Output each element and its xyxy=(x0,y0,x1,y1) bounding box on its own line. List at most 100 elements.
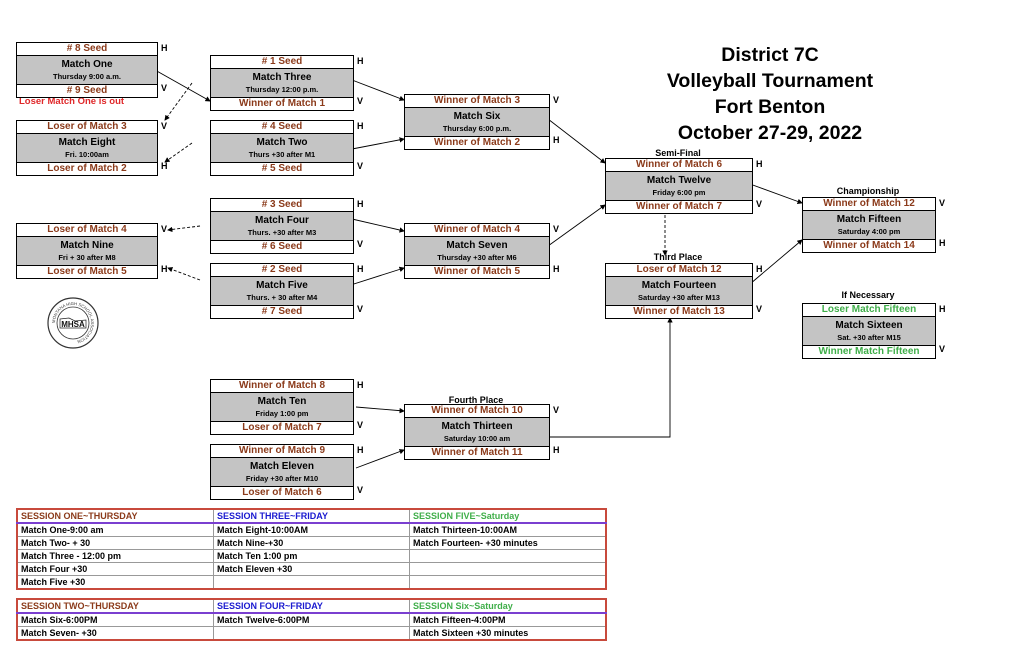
match-top-team: Loser of Match 4 xyxy=(47,224,127,235)
top-side-marker: V xyxy=(161,224,168,234)
top-side-marker: V xyxy=(939,198,946,208)
top-side-marker: H xyxy=(357,445,364,455)
line-m7-to-m12 xyxy=(547,204,606,247)
bottom-side-marker: V xyxy=(756,304,763,314)
schedule-cell: Match Eight-10:00AM xyxy=(213,522,410,537)
tournament-title: District 7C Volleyball Tournament Fort B… xyxy=(620,42,920,146)
match-time: Friday 6:00 pm xyxy=(652,188,706,197)
match-time: Friday +30 after M10 xyxy=(245,474,319,483)
match-time: Thurs +30 after M1 xyxy=(248,150,316,159)
bottom-side-marker: V xyxy=(756,199,763,209)
schedule-cell: Match Thirteen-10:00AM xyxy=(409,522,607,537)
match-top-team: # 1 Seed xyxy=(261,56,303,67)
match-name: Match One xyxy=(61,59,113,70)
schedule-cell: Match Six-6:00PM xyxy=(16,612,214,627)
bottom-side-marker: V xyxy=(357,161,364,171)
match-top-team: # 3 Seed xyxy=(261,199,303,210)
championship-label: Championship xyxy=(836,186,900,196)
match-name: Match Two xyxy=(256,137,308,148)
title-line-4: October 27-29, 2022 xyxy=(677,122,863,144)
schedule-cell: Match Eleven +30 xyxy=(213,562,410,576)
match-top-team: Winner of Match 10 xyxy=(431,405,523,416)
fourth-place-label: Fourth Place xyxy=(448,395,504,405)
match-name: Match Three xyxy=(252,72,312,83)
line-m11-to-m13 xyxy=(355,449,405,469)
match-time: Thursday 6:00 p.m. xyxy=(442,124,512,133)
line-m3-to-m6 xyxy=(351,79,405,101)
title-line-2: Volleyball Tournament xyxy=(666,70,874,92)
match-time: Thursday 9:00 a.m. xyxy=(53,72,121,81)
schedule-cell: Match Ten 1:00 pm xyxy=(213,549,410,563)
match-top-team: Winner of Match 12 xyxy=(823,198,915,209)
top-side-marker: V xyxy=(161,121,168,131)
top-side-marker: H xyxy=(357,380,364,390)
match-name: Match Sixteen xyxy=(835,320,903,331)
match-top-team: # 8 Seed xyxy=(66,43,108,54)
bottom-side-marker: H xyxy=(161,264,168,274)
match-bottom-team: Loser of Match 2 xyxy=(47,163,127,174)
match-bottom-team: Winner of Match 14 xyxy=(823,240,915,251)
session-header: SESSION FIVE~Saturday xyxy=(409,508,607,524)
match-bottom-team: Winner of Match 11 xyxy=(431,447,523,458)
top-side-marker: H xyxy=(161,43,168,53)
match-name: Match Eight xyxy=(58,137,116,148)
match-name: Match Twelve xyxy=(646,175,712,186)
match-bottom-team: Winner of Match 5 xyxy=(433,266,521,277)
schedule-cell: Match Three - 12:00 pm xyxy=(16,549,214,563)
dash-m4-to-m9 xyxy=(167,225,201,233)
dash-m5-to-m9 xyxy=(167,267,201,281)
match-bottom-team: # 9 Seed xyxy=(66,85,108,96)
dash-m2-to-m8 xyxy=(164,142,193,163)
line-m13-to-m14 xyxy=(548,317,673,438)
match-bottom-team: # 6 Seed xyxy=(261,241,303,252)
match-name: Match Six xyxy=(453,111,501,122)
schedule-cell: Match Fourteen- +30 minutes xyxy=(409,536,607,550)
line-m1-to-m3 xyxy=(154,69,211,102)
bottom-side-marker: V xyxy=(357,304,364,314)
semi-final-label: Semi-Final xyxy=(655,148,701,158)
top-side-marker: H xyxy=(756,159,763,169)
match-top-team: Winner of Match 6 xyxy=(635,159,723,170)
schedule-cell xyxy=(213,575,410,590)
match-time: Thurs. + 30 after M4 xyxy=(246,293,318,302)
line-m6-to-m12 xyxy=(547,118,606,164)
schedule-row: Match Five +30 xyxy=(16,575,607,590)
bottom-side-marker: H xyxy=(161,161,168,171)
match-top-team: Winner of Match 9 xyxy=(238,445,326,456)
match-time: Thursday +30 after M6 xyxy=(437,253,517,262)
match-bottom-team: Winner of Match 2 xyxy=(433,137,521,148)
session-header: SESSION TWO~THURSDAY xyxy=(16,598,214,614)
match-name: Match Thirteen xyxy=(441,421,513,432)
match-bottom-team: # 5 Seed xyxy=(261,163,303,174)
match-top-team: # 4 Seed xyxy=(261,121,303,132)
schedule-cell xyxy=(409,562,607,576)
loser-note: Loser Match One is out xyxy=(19,96,125,107)
schedule-cell: Match Five +30 xyxy=(16,575,214,590)
match-time: Thurs. +30 after M3 xyxy=(247,228,317,237)
bottom-side-marker: V xyxy=(939,344,946,354)
top-side-marker: H xyxy=(357,264,364,274)
bottom-side-marker: V xyxy=(357,485,364,495)
match-time: Saturday 4:00 pm xyxy=(837,227,901,236)
match-time: Friday 1:00 pm xyxy=(255,409,309,418)
